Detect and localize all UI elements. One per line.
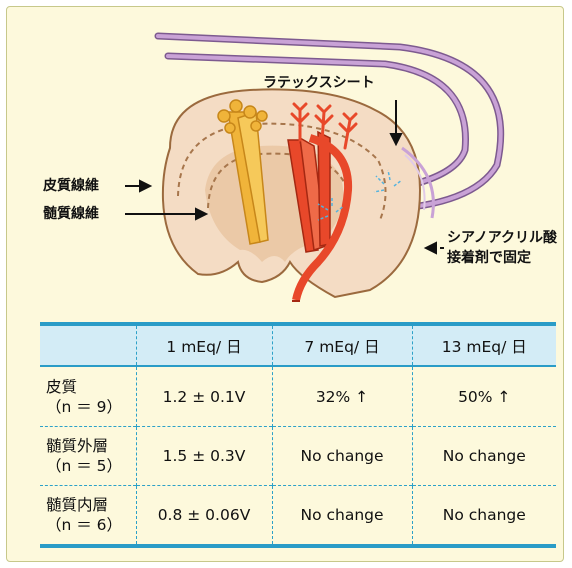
row-name: 髄質内層 xyxy=(46,495,136,515)
medullary-fiber-label: 髄質線維 xyxy=(43,205,99,223)
table-cell: 1.2 ± 0.1V xyxy=(136,366,272,427)
column-header: 1 mEq/ 日 xyxy=(136,324,272,366)
row-name: 皮質 xyxy=(46,377,136,397)
column-header: 13 mEq/ 日 xyxy=(412,324,556,366)
row-n: （n ＝ 5） xyxy=(46,456,136,476)
table-cell: 1.5 ± 0.3V xyxy=(136,427,272,486)
column-header-blank xyxy=(40,324,136,366)
cortical-fiber-label: 皮質線維 xyxy=(43,177,99,195)
column-header: 7 mEq/ 日 xyxy=(272,324,412,366)
table-row: 皮質 （n ＝ 9） 1.2 ± 0.1V 32% ↑ 50% ↑ xyxy=(40,366,556,427)
table-header-row: 1 mEq/ 日 7 mEq/ 日 13 mEq/ 日 xyxy=(40,324,556,366)
row-header: 髄質外層 （n ＝ 5） xyxy=(40,427,136,486)
table-cell: 0.8 ± 0.06V xyxy=(136,486,272,547)
table-cell: No change xyxy=(272,427,412,486)
row-n: （n ＝ 9） xyxy=(46,397,136,417)
glue-label-line2: 接着剤で固定 xyxy=(447,249,531,267)
glue-label-line1: シアノアクリル酸 xyxy=(447,229,557,247)
measurement-table: 1 mEq/ 日 7 mEq/ 日 13 mEq/ 日 皮質 （n ＝ 9） 1… xyxy=(40,322,556,548)
row-n: （n ＝ 6） xyxy=(46,515,136,535)
table-row: 髄質外層 （n ＝ 5） 1.5 ± 0.3V No change No cha… xyxy=(40,427,556,486)
table-cell: 32% ↑ xyxy=(272,366,412,427)
table-row: 髄質内層 （n ＝ 6） 0.8 ± 0.06V No change No ch… xyxy=(40,486,556,547)
table-cell: No change xyxy=(412,486,556,547)
table-cell: No change xyxy=(412,427,556,486)
row-header: 皮質 （n ＝ 9） xyxy=(40,366,136,427)
row-header: 髄質内層 （n ＝ 6） xyxy=(40,486,136,547)
kidney-diagram xyxy=(0,0,572,320)
latex-sheet-label: ラテックスシート xyxy=(263,74,375,92)
table-cell: No change xyxy=(272,486,412,547)
table-cell: 50% ↑ xyxy=(412,366,556,427)
row-name: 髄質外層 xyxy=(46,436,136,456)
